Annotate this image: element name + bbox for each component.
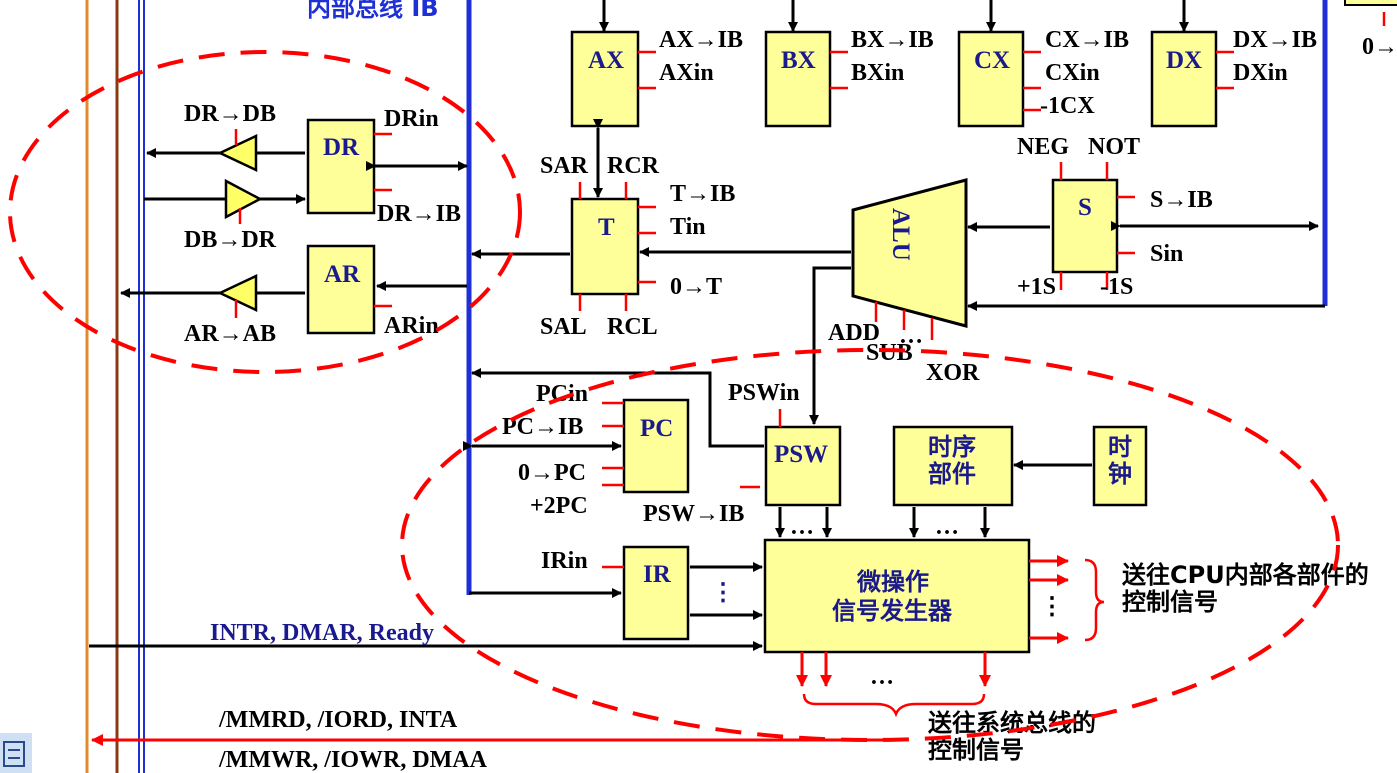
register-dr: DR DRin DR→IB DR→DB DB→DR [144, 101, 468, 253]
register-t: T T→IB Tin 0→T SAR RCR SAL RCL [471, 119, 735, 340]
alu-xor-signal: XOR [926, 360, 980, 386]
clock-line2: 钟 [1108, 460, 1132, 488]
t-label: T [598, 214, 615, 241]
to-cpu-note-line1: 送往CPU内部各部件的 [1122, 561, 1369, 589]
s-out-signal: S→IB [1150, 187, 1213, 213]
bx-label: BX [781, 47, 816, 74]
register-s: S NEG NOT S→IB Sin +1S -1S [1017, 134, 1319, 300]
bottom-output-dots: … [870, 664, 894, 690]
ar-to-ab-signal: AR→AB [184, 321, 276, 347]
neg-signal: NEG [1017, 134, 1069, 160]
s-dec-signal: -1S [1100, 274, 1133, 300]
interface-highlight-ellipse [8, 50, 522, 374]
microop-line1: 微操作 [856, 568, 929, 596]
ax-out-signal: AX→IB [659, 27, 743, 53]
t-out-signal: T→IB [670, 181, 735, 207]
bus-signals-1: /MMRD, /IORD, INTA [218, 707, 458, 733]
cx-out-signal: CX→IB [1045, 27, 1129, 53]
rcr-signal: RCR [607, 153, 660, 179]
register-ar: AR ARin AR→AB [120, 244, 467, 347]
ar-label: AR [324, 261, 361, 288]
alu-more-signal: … [899, 323, 923, 349]
pc-label: PC [640, 415, 673, 442]
dx-out-signal: DX→IB [1233, 27, 1317, 53]
system-bus-lines [85, 0, 145, 773]
dx-label: DX [1166, 47, 1202, 74]
s-inc-signal: +1S [1017, 274, 1056, 300]
ax-label: AX [588, 47, 624, 74]
rcl-signal: RCL [607, 314, 658, 340]
right-brace [1084, 558, 1105, 642]
dr-out-signal: DR→IB [377, 201, 461, 227]
alu: ALU ADD … SUB XOR [639, 178, 1325, 425]
alu-sub-signal: SUB [866, 340, 913, 366]
db-to-dr-signal: DB→DR [184, 227, 277, 253]
not-signal: NOT [1088, 134, 1140, 160]
timing-unit: 时序 部件 … [892, 425, 1014, 540]
ir-label: IR [643, 561, 672, 588]
ax-in-signal: AXin [659, 60, 714, 86]
cx-in-signal: CXin [1045, 60, 1100, 86]
bottom-brace [802, 693, 986, 718]
bx-out-signal: BX→IB [851, 27, 934, 53]
register-bx: BX BX→IB BXin [764, 0, 934, 128]
register-ax: AX AX→IB AXin [570, 0, 743, 128]
dr-in-signal: DRin [384, 106, 439, 132]
ir-in-signal: IRin [541, 548, 588, 574]
logo-fragment [0, 733, 32, 773]
pc-in-signal: PCin [536, 381, 588, 407]
dr-to-db-signal: DR→DB [184, 101, 276, 127]
to-cpu-note-line2: 控制信号 [1122, 588, 1218, 616]
partial-register-label: 0→ [1362, 34, 1397, 60]
register-cx: CX CX→IB CXin -1CX [957, 0, 1129, 128]
pc-inc-signal: +2PC [530, 493, 588, 519]
interrupt-signals: INTR, DMAR, Ready [210, 620, 434, 646]
ar-in-signal: ARin [384, 313, 439, 339]
psw-dots: … [790, 514, 814, 540]
psw-out-signal: PSW→IB [643, 501, 744, 527]
clock-line1: 时 [1108, 433, 1132, 461]
timing-line2: 部件 [928, 460, 976, 488]
register-ir: IR IRin ⋮ [469, 545, 763, 641]
timing-line1: 时序 [928, 433, 976, 461]
bus-signals-2: /MMWR, /IOWR, DMAA [218, 747, 488, 773]
internal-bus [466, 0, 1328, 595]
alu-label: ALU [887, 208, 914, 261]
s-in-signal: Sin [1150, 241, 1183, 267]
sal-signal: SAL [540, 314, 587, 340]
microop-line2: 信号发生器 [832, 597, 953, 625]
microop-generator: 微操作 信号发生器 ⋮ … [763, 538, 1069, 690]
cx-label: CX [974, 47, 1010, 74]
ir-dots: ⋮ [711, 580, 735, 606]
sar-signal: SAR [540, 153, 589, 179]
psw-label: PSW [774, 441, 828, 468]
timing-dots: … [935, 514, 959, 540]
partial-register-box [1344, 0, 1397, 6]
bx-in-signal: BXin [851, 60, 904, 86]
pc-clear-signal: 0→PC [518, 460, 586, 486]
cx-dec-signal: -1CX [1040, 93, 1095, 119]
alu-add-signal: ADD [828, 320, 880, 346]
control-highlight-ellipse [400, 348, 1340, 742]
dr-label: DR [323, 134, 360, 161]
clock: 时 钟 [1013, 425, 1148, 507]
internal-bus-title: 内部总线 IB [307, 0, 439, 22]
register-pc: PC PCin PC→IB 0→PC +2PC [463, 381, 690, 519]
t-in-signal: Tin [670, 214, 706, 240]
t-clear-signal: 0→T [670, 274, 722, 300]
right-output-dots: ⋮ [1040, 594, 1064, 620]
dx-in-signal: DXin [1233, 60, 1288, 86]
psw-in-signal: PSWin [728, 380, 800, 406]
to-sysbus-note-line2: 控制信号 [928, 736, 1024, 764]
register-psw: PSW PSWin PSW→IB … [471, 368, 842, 540]
register-dx: DX DX→IB DXin [1150, 0, 1317, 128]
s-label: S [1078, 194, 1092, 221]
